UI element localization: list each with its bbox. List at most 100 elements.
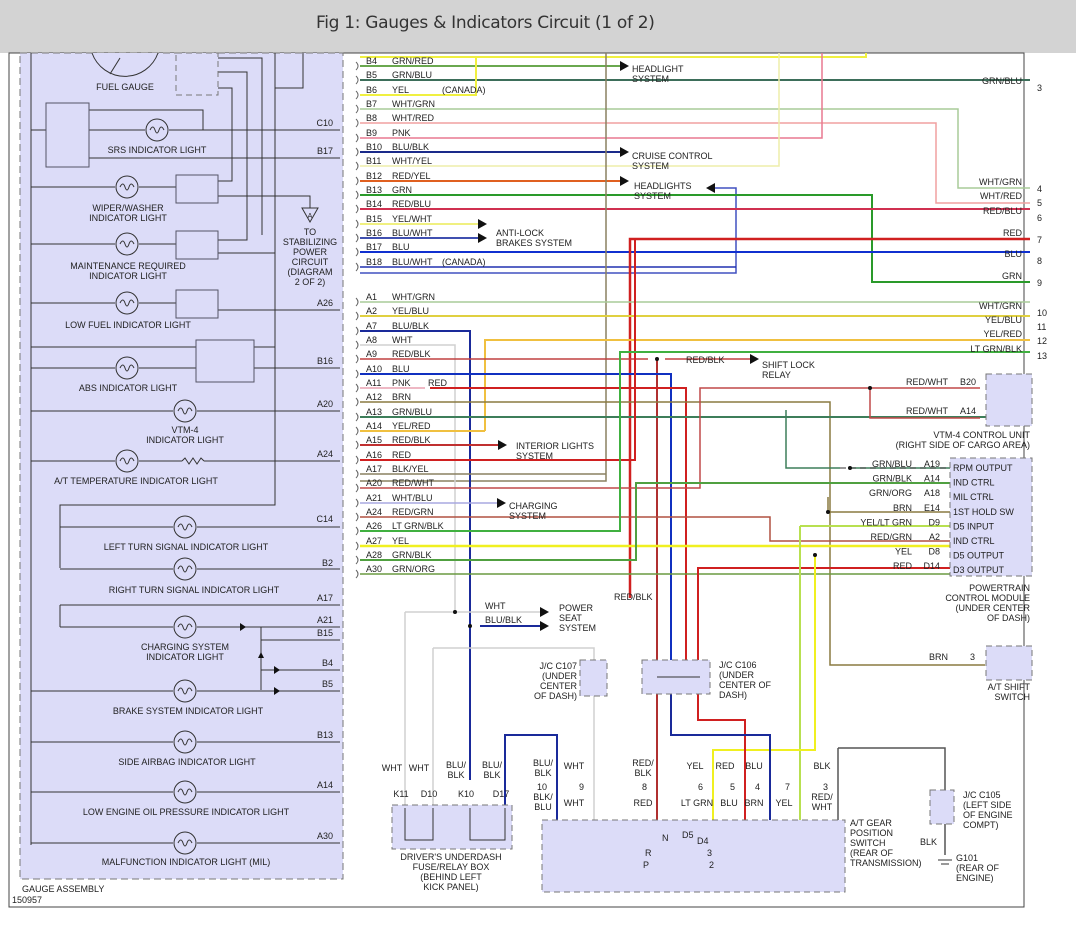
output-number: 6 [1037,213,1042,223]
bulb-icon [115,232,139,256]
bulb-icon [145,118,169,142]
bulb-icon [173,780,197,804]
connector-icon [355,455,359,465]
gauge-pin-label: A14 [317,780,333,790]
gear-switch-bottom-wire: BLU [534,802,552,812]
connector-wire-label: BRN [392,392,411,402]
charging-system-label: SYSTEM [509,511,546,521]
connector-pin-label: A9 [366,349,377,359]
connector-icon [355,426,359,436]
connector-wire-label: PNK [392,128,411,138]
wire-blu-4 [670,690,771,820]
connector-pin-label: A7 [366,321,377,331]
bulb-icon [115,291,139,315]
connector-wire-label: RED/YEL [392,171,431,181]
gear-switch-top-wire: BLK [813,761,830,771]
stabilizing-ref-symbol: A [308,213,313,220]
junction-wht [453,610,457,614]
stabilizing-ref-label: CIRCUIT [292,257,329,267]
output-number: 13 [1037,351,1047,361]
bulb-icon [173,679,197,703]
connector-wire-label: GRN/ORG [392,564,435,574]
connector-icon [355,340,359,350]
light-label-wiper: INDICATOR LIGHT [89,213,167,223]
connector-wire-label: BLU/BLK [392,142,429,152]
connector-pin-label: A27 [366,536,382,546]
powertrain-control-module [949,457,1033,577]
gear-switch-label: SWITCH [850,838,886,848]
pcm-wire-label: GRN/BLK [872,474,912,484]
jc-c105-label: COMPT) [963,820,999,830]
connector-wire-label: GRN/RED [392,56,434,66]
connector-icon [355,397,359,407]
connector-icon [355,555,359,565]
connector-wire-label: BLK/YEL [392,464,429,474]
connector-pin-label: A11 [366,378,381,388]
output-number: 12 [1037,336,1047,346]
light-label-maintenance: INDICATOR LIGHT [89,271,167,281]
connector-pin-label: B15 [366,214,382,224]
connector-pin-label: B8 [366,113,377,123]
output-wire-label: RED/BLU [983,206,1022,216]
connector-wire-label: YEL [392,85,409,95]
connector-wire-label: GRN/BLU [392,70,432,80]
power-seat-label: POWER [559,603,594,613]
gauge-pin-label: B2 [322,558,333,568]
gear-switch-pin-number: 8 [642,782,647,792]
wire-pcm-a19 [785,410,840,469]
connector-wire-label: BLU/WHT [392,257,433,267]
pcm-function-label: D5 OUTPUT [953,551,1005,561]
drive-circuit-box [175,174,219,204]
gear-position-label: N [662,833,669,843]
bulb-icon [173,831,197,855]
figure-id: 150957 [12,895,42,905]
wire-b6 [360,57,477,96]
connector-wire-label: GRN [392,185,412,195]
connector-pin-label: A10 [366,364,382,374]
wire-a11-red [430,387,687,660]
drivers-underdash-fuse-box [391,804,513,850]
wire-d17-10 [504,734,558,880]
light-label-wiper: WIPER/WASHER [92,203,164,213]
connector-pin-label: A8 [366,335,377,345]
jc-c106-label: CENTER OF [719,680,772,690]
connector-icon [355,61,359,71]
ground-label: ENGINE) [956,873,994,883]
connector-pin-label: B14 [366,199,382,209]
junction-vtm [868,386,872,390]
fuse-wire-label: WHT [409,763,430,773]
wire-a16 [360,239,636,461]
bulb-icon [173,730,197,754]
wire-a12 [360,401,985,666]
junction-yel [813,553,817,557]
gauge-pin-label: B4 [322,658,333,668]
connector-icon [355,311,359,321]
diode-icon [240,623,246,631]
jc-c105-label: OF ENGINE [963,810,1013,820]
gauge-pin-label: B15 [317,628,333,638]
light-label-vtm4: INDICATOR LIGHT [146,435,224,445]
junction-rpm [848,466,852,470]
gauge-pin-label: A17 [317,593,333,603]
connector-icon [355,569,359,579]
gear-switch-top-wire: BLU [745,761,763,771]
pcm-pin-label: E14 [924,503,940,513]
gauge-pin-label: B17 [317,146,333,156]
wire-red-5 [697,568,746,820]
gear-switch-bottom-wire: WHT [812,802,833,812]
connector-wire-label: RED/BLK [392,349,431,359]
shift-lock-relay-label: SHIFT LOCK [762,360,815,370]
gear-position-label: D5 [682,830,694,840]
fuse-wire-label: BLU/ [482,760,503,770]
figure-title: Fig 1: Gauges & Indicators Circuit (1 of… [316,13,655,33]
output-wire-label: BLU [1004,249,1022,259]
connector-icon [355,369,359,379]
connector-icon [355,161,359,171]
gear-switch-top-wire: YEL [686,761,703,771]
light-label-at-temp: A/T TEMPERATURE INDICATOR LIGHT [54,476,218,486]
wire-b8 [360,122,1030,204]
connector-pin-label: B4 [366,56,377,66]
gear-switch-pin-number: 10 [537,782,547,792]
pcm-wire-label: RED [893,561,913,571]
